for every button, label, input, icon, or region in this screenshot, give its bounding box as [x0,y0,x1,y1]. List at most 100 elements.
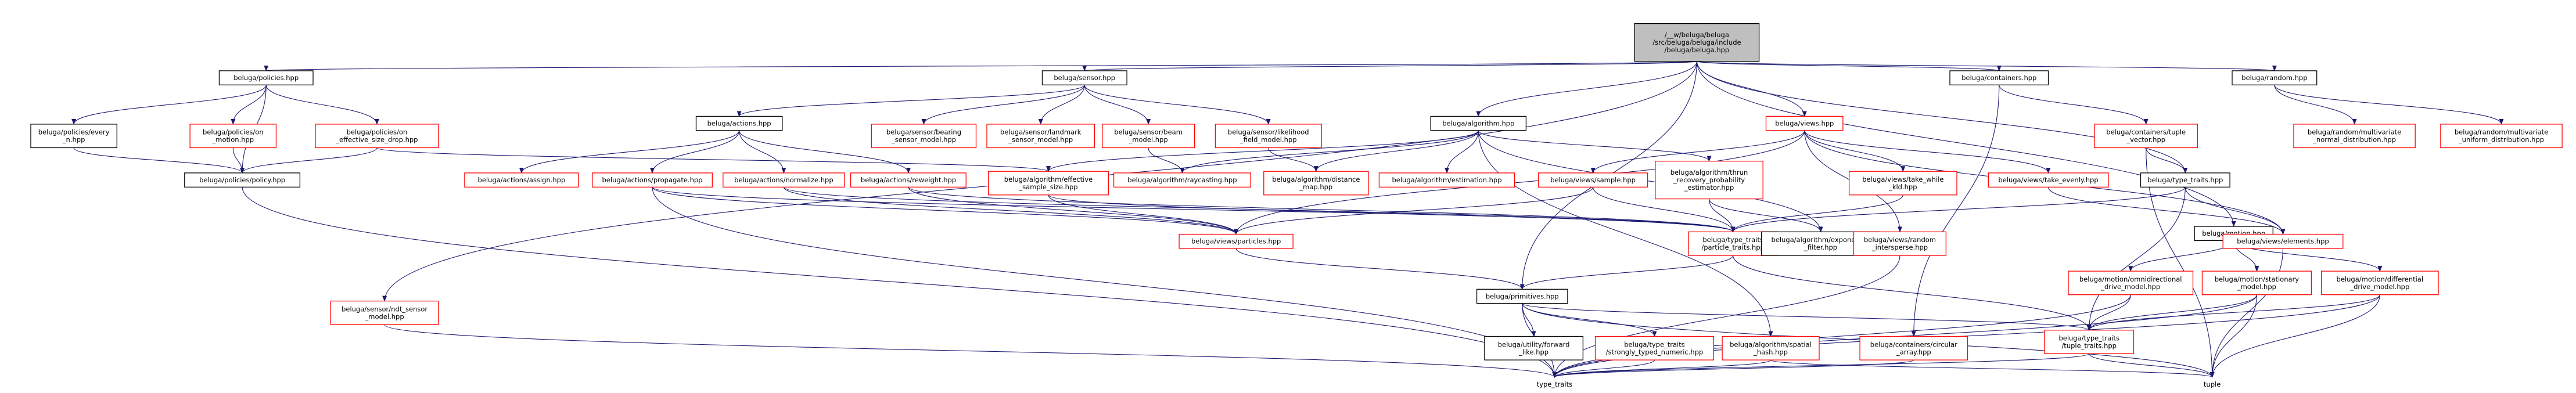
edge-n0-to-n5 [1696,61,2002,71]
edge-n3-to-n24 [1445,130,1479,174]
edge-n0-to-n37 [1696,61,2236,227]
graph-node[interactable]: beluga/algorithm/effective_sample_size.h… [988,171,1109,196]
graph-node[interactable]: beluga/algorithm/raycasting.hpp [1113,172,1251,188]
node-label: beluga/views/take_while [1862,175,1943,183]
graph-node[interactable]: beluga/policies/policy.hpp [184,172,301,188]
edge-n3-to-n45 [1478,130,1773,337]
graph-node[interactable]: beluga/random/multivariate_normal_distri… [2293,124,2416,149]
node-box [2201,271,2312,295]
node-box [695,116,783,131]
node-layer: /__w/beluga/beluga/src/beluga/beluga/inc… [30,23,2563,388]
edge-n3-to-n22 [1180,130,1479,174]
node-label: beluga/containers.hpp [1961,74,2036,82]
graph-node[interactable]: beluga/motion/differential_drive_model.h… [2321,271,2439,295]
edge-n4-to-n25 [1590,130,1805,174]
node-label: beluga/primitives.hpp [1486,293,1559,301]
graph-node[interactable]: beluga/containers/circular_array.hpp [1859,336,1968,360]
node-label: beluga/sensor/beam [1114,128,1183,136]
graph-node[interactable]: beluga/sensor/beam_model.hpp [1102,124,1195,149]
edge-n18-to-n34 [652,186,1736,233]
graph-node[interactable]: beluga/containers/tuple_vector.hpp [2094,124,2198,149]
graph-node[interactable]: beluga/views/elements.hpp [2222,233,2344,249]
graph-node[interactable]: beluga/sensor.hpp [1041,70,1127,85]
graph-node[interactable]: beluga/views.hpp [1765,116,1844,131]
root-node: /__w/beluga/beluga/src/beluga/beluga/inc… [1634,23,1760,62]
node-box [723,172,845,188]
node-label: beluga/type_traits [1702,236,1763,244]
edge-n47-to-n48 [1552,353,2090,378]
graph-node[interactable]: beluga/sensor/bearing_sensor_model.hpp [871,124,977,149]
node-label: beluga/policies/on [347,128,408,136]
node-label: /strongly_typed_numeric.hpp [1606,348,1704,356]
edge-n41-to-n47 [2086,294,2257,331]
node-label: /__w/beluga/beluga [1665,31,1729,39]
node-box [2222,233,2344,249]
node-label: beluga/policies/policy.hpp [199,176,285,184]
graph-node[interactable]: beluga/type_traits.hpp [2140,172,2230,188]
edge-n42-to-n47 [2086,294,2380,331]
node-label: _sensor_model.hpp [1008,136,1073,144]
edge-n10-to-n48 [242,187,1557,378]
node-box [1263,171,1369,196]
edge-n44-to-n48 [1552,359,1655,378]
graph-node[interactable]: beluga/actions/propagate.hpp [592,172,713,188]
graph-node[interactable]: beluga/policies/on_effective_size_drop.h… [315,124,439,149]
edge-n5-to-n46 [1911,85,2000,337]
graph-node[interactable]: beluga/utility/forward_like.hpp [1484,336,1584,360]
graph-node[interactable]: beluga/algorithm/distance_map.hpp [1263,171,1369,196]
graph-node[interactable]: beluga/views/take_while_kld.hpp [1848,171,1957,196]
graph-node[interactable]: beluga/views/sample.hpp [1537,172,1648,188]
edge-n27-to-n34 [1730,194,1903,233]
edge-n19-to-n33 [783,187,1238,235]
node-label: tuple [2204,380,2221,388]
edge-n11-to-n18 [650,130,740,174]
graph-node[interactable]: beluga/views/take_evenly.hpp [1988,172,2109,188]
node-box [464,172,579,188]
graph-node[interactable]: beluga/sensor/landmark_sensor_model.hpp [986,124,1095,149]
graph-node[interactable]: beluga/random/multivariate_uniform_distr… [2440,124,2563,149]
graph-node[interactable]: beluga/policies/on_motion.hpp [189,124,277,149]
node-box [1949,70,2049,85]
edge-n34-to-n39 [1519,255,1734,290]
edge-n41-to-n48 [1552,294,2257,378]
node-label: _effective_size_drop.hpp [335,136,418,144]
node-label: beluga/random.hpp [2241,74,2307,82]
node-label: _map.hpp [1299,183,1332,191]
graph-node[interactable]: beluga/sensor/likelihood_field_model.hpp [1215,124,1322,149]
node-label: beluga/views.hpp [1775,120,1834,128]
node-label: _kld.hpp [1888,183,1917,191]
edge-n4-to-n27 [1804,130,1906,172]
graph-node[interactable]: beluga/algorithm/spatial_hash.hpp [1722,336,1820,360]
graph-node[interactable]: beluga/motion/omnidirectional_drive_mode… [2068,271,2194,295]
edge-n46-to-n48 [1552,359,1914,378]
graph-node[interactable]: beluga/primitives.hpp [1476,289,1568,304]
graph-node: tuple [2204,380,2221,388]
edge-n37-to-n40 [2128,240,2234,272]
graph-node[interactable]: beluga/algorithm/thrun_recovery_probabil… [1655,160,1763,200]
edge-n42-to-n49 [2209,294,2380,378]
graph-node[interactable]: beluga/type_traits/tuple_traits.hpp [2044,330,2135,354]
node-label: beluga/containers/tuple [2106,128,2186,136]
node-box [1655,160,1763,200]
graph-node[interactable]: beluga/random.hpp [2232,70,2318,85]
graph-node[interactable]: beluga/actions/normalize.hpp [723,172,845,188]
edge-n15-to-n23 [1268,147,1318,172]
node-box [2321,271,2439,295]
graph-node[interactable]: beluga/views/random_intersperse.hpp [1853,231,1947,256]
graph-node[interactable]: beluga/views/particles.hpp [1179,233,1294,249]
graph-node[interactable]: beluga/type_traits/strongly_typed_numeri… [1594,336,1715,360]
graph-node[interactable]: beluga/actions/reweight.hpp [850,172,967,188]
graph-node[interactable]: beluga/containers.hpp [1949,70,2049,85]
edge-n16-to-n48 [384,324,1557,378]
graph-node[interactable]: beluga/policies/every_n.hpp [30,124,117,149]
graph-node[interactable]: beluga/motion/stationary_model.hpp [2201,271,2312,295]
graph-node[interactable]: beluga/algorithm.hpp [1430,116,1527,131]
graph-node[interactable]: beluga/algorithm/estimation.hpp [1378,172,1515,188]
node-label: beluga/views/random [1864,236,1936,244]
graph-node[interactable]: beluga/actions.hpp [695,116,783,131]
graph-node[interactable]: beluga/sensor/ndt_sensor_model.hpp [330,300,439,325]
graph-node[interactable]: beluga/actions/assign.hpp [464,172,579,188]
node-box [2293,124,2416,149]
node-label: /src/beluga/beluga/include [1652,38,1741,46]
graph-node[interactable]: beluga/policies.hpp [218,70,314,85]
